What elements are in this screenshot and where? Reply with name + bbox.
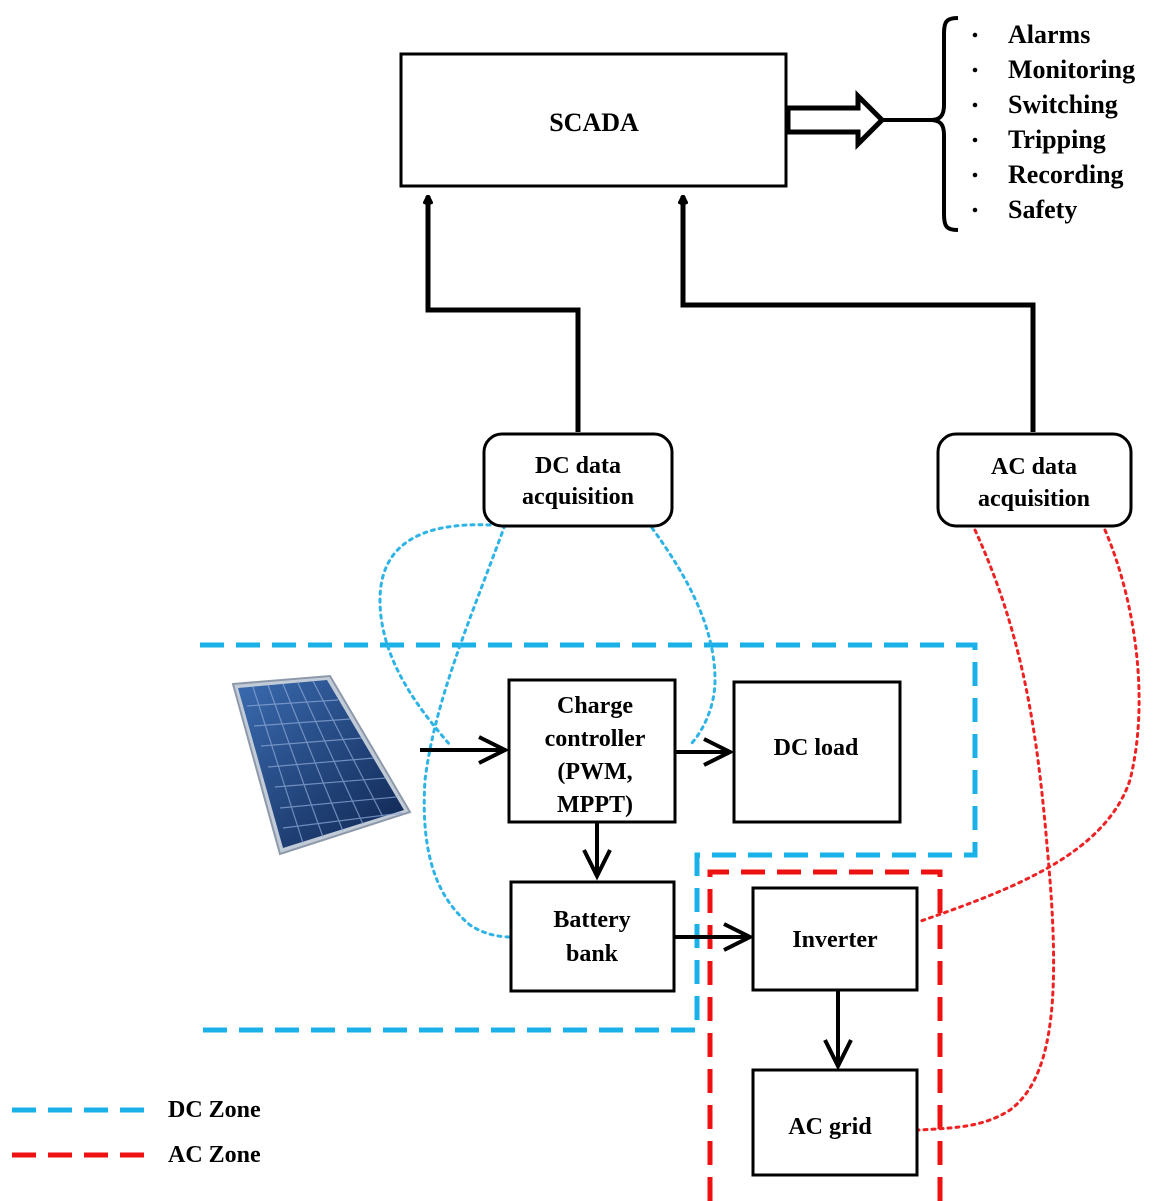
ac-acq-to-scada-arrow	[683, 196, 1036, 432]
charge-controller-label-line4: MPPT)	[557, 792, 633, 818]
dc-acq-label-line2: acquisition	[522, 484, 634, 510]
dc-acq-label-line1: DC data	[535, 453, 621, 479]
dc-data-acquisition-block: DC data acquisition	[482, 432, 674, 528]
scada-output-arrow	[785, 89, 886, 151]
ac-data-acquisition-block: AC data acquisition	[936, 432, 1133, 528]
legend-dc-label: DC Zone	[168, 1097, 261, 1123]
dc-signal-lines	[378, 523, 717, 939]
solar-panel-icon	[231, 674, 412, 856]
functions-brace	[929, 16, 959, 232]
ac-signal-inverter	[916, 528, 1141, 924]
bullet-icon	[972, 172, 978, 178]
ac-grid-label: AC grid	[788, 1114, 872, 1140]
function-item: Switching	[972, 90, 1118, 119]
scada-label: SCADA	[549, 108, 639, 137]
inverter-block: Inverter	[751, 886, 919, 992]
ac-signal-grid	[916, 528, 1056, 1132]
dc-zone-boundary	[200, 642, 978, 1033]
dc-load-label: DC load	[774, 735, 859, 761]
function-label: Safety	[1008, 195, 1077, 224]
dc-signal-battery	[422, 523, 514, 939]
ac-signal-lines	[916, 528, 1141, 1132]
battery-bank-block: Battery bank	[509, 880, 676, 993]
function-item: Safety	[972, 195, 1077, 224]
ac-acq-label-line2: acquisition	[978, 486, 1090, 512]
legend: DC Zone AC Zone	[12, 1097, 261, 1168]
inverter-label: Inverter	[792, 927, 878, 953]
ac-grid-block: AC grid	[751, 1068, 919, 1177]
dc-signal-controller-output	[650, 526, 717, 747]
dc-load-block: DC load	[732, 680, 902, 824]
function-label: Alarms	[1008, 20, 1090, 49]
bullet-icon	[972, 32, 978, 38]
function-item: Recording	[972, 160, 1124, 189]
charge-controller-label-line2: controller	[545, 726, 646, 752]
charge-controller-block: Charge controller (PWM, MPPT)	[507, 678, 677, 824]
bullet-icon	[972, 102, 978, 108]
function-item: Monitoring	[972, 55, 1135, 84]
charge-controller-label-line3: (PWM,	[557, 759, 632, 785]
functions-list: Alarms Monitoring Switching Tripping Rec…	[972, 20, 1135, 224]
bullet-icon	[972, 207, 978, 213]
ac-acq-label-line1: AC data	[991, 454, 1077, 480]
ac-zone-boundary	[707, 869, 943, 1201]
legend-ac-label: AC Zone	[168, 1142, 261, 1168]
dc-signal-controller-input	[378, 523, 492, 747]
function-item: Alarms	[972, 20, 1090, 49]
function-label: Monitoring	[1008, 55, 1135, 84]
battery-label-line2: bank	[566, 941, 619, 967]
function-label: Switching	[1008, 90, 1118, 119]
function-label: Tripping	[1008, 125, 1106, 154]
bullet-icon	[972, 137, 978, 143]
bullet-icon	[972, 67, 978, 73]
function-label: Recording	[1008, 160, 1124, 189]
scada-block: SCADA	[399, 52, 788, 188]
battery-label-line1: Battery	[553, 907, 630, 933]
dc-acq-to-scada-arrow	[428, 196, 581, 432]
charge-controller-label-line1: Charge	[557, 693, 633, 719]
function-item: Tripping	[972, 125, 1106, 154]
